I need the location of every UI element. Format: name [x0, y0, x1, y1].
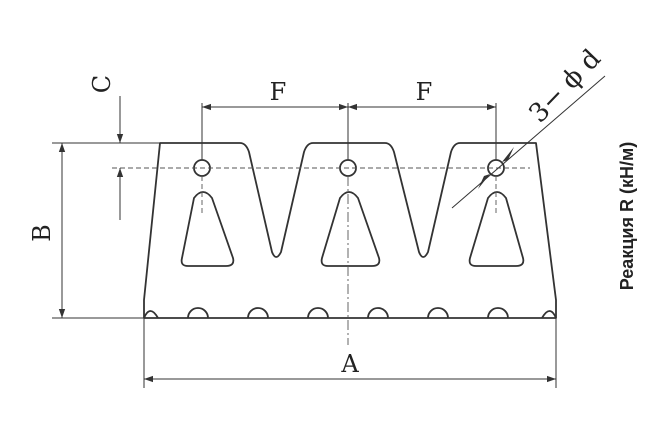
cutout-right	[468, 191, 525, 267]
cutout-left	[180, 191, 235, 267]
dim-B-label: B	[28, 224, 56, 242]
bottom-scallops	[143, 307, 557, 319]
hole-callout-leader	[451, 75, 606, 209]
dim-F-right-label: F	[416, 78, 433, 106]
side-label-reaction: Реакция R (кН/м)	[617, 142, 637, 291]
hole-callout-label: 3− ϕ d	[523, 44, 607, 129]
part-outline	[143, 142, 557, 319]
dim-F-left-label: F	[270, 78, 287, 106]
dim-C-label: C	[88, 75, 116, 93]
hole-callout-arrow-top	[502, 147, 514, 162]
cutout-middle	[320, 191, 381, 267]
hole-callout-arrow-bottom	[478, 174, 490, 189]
dim-A-label: A	[340, 350, 359, 378]
